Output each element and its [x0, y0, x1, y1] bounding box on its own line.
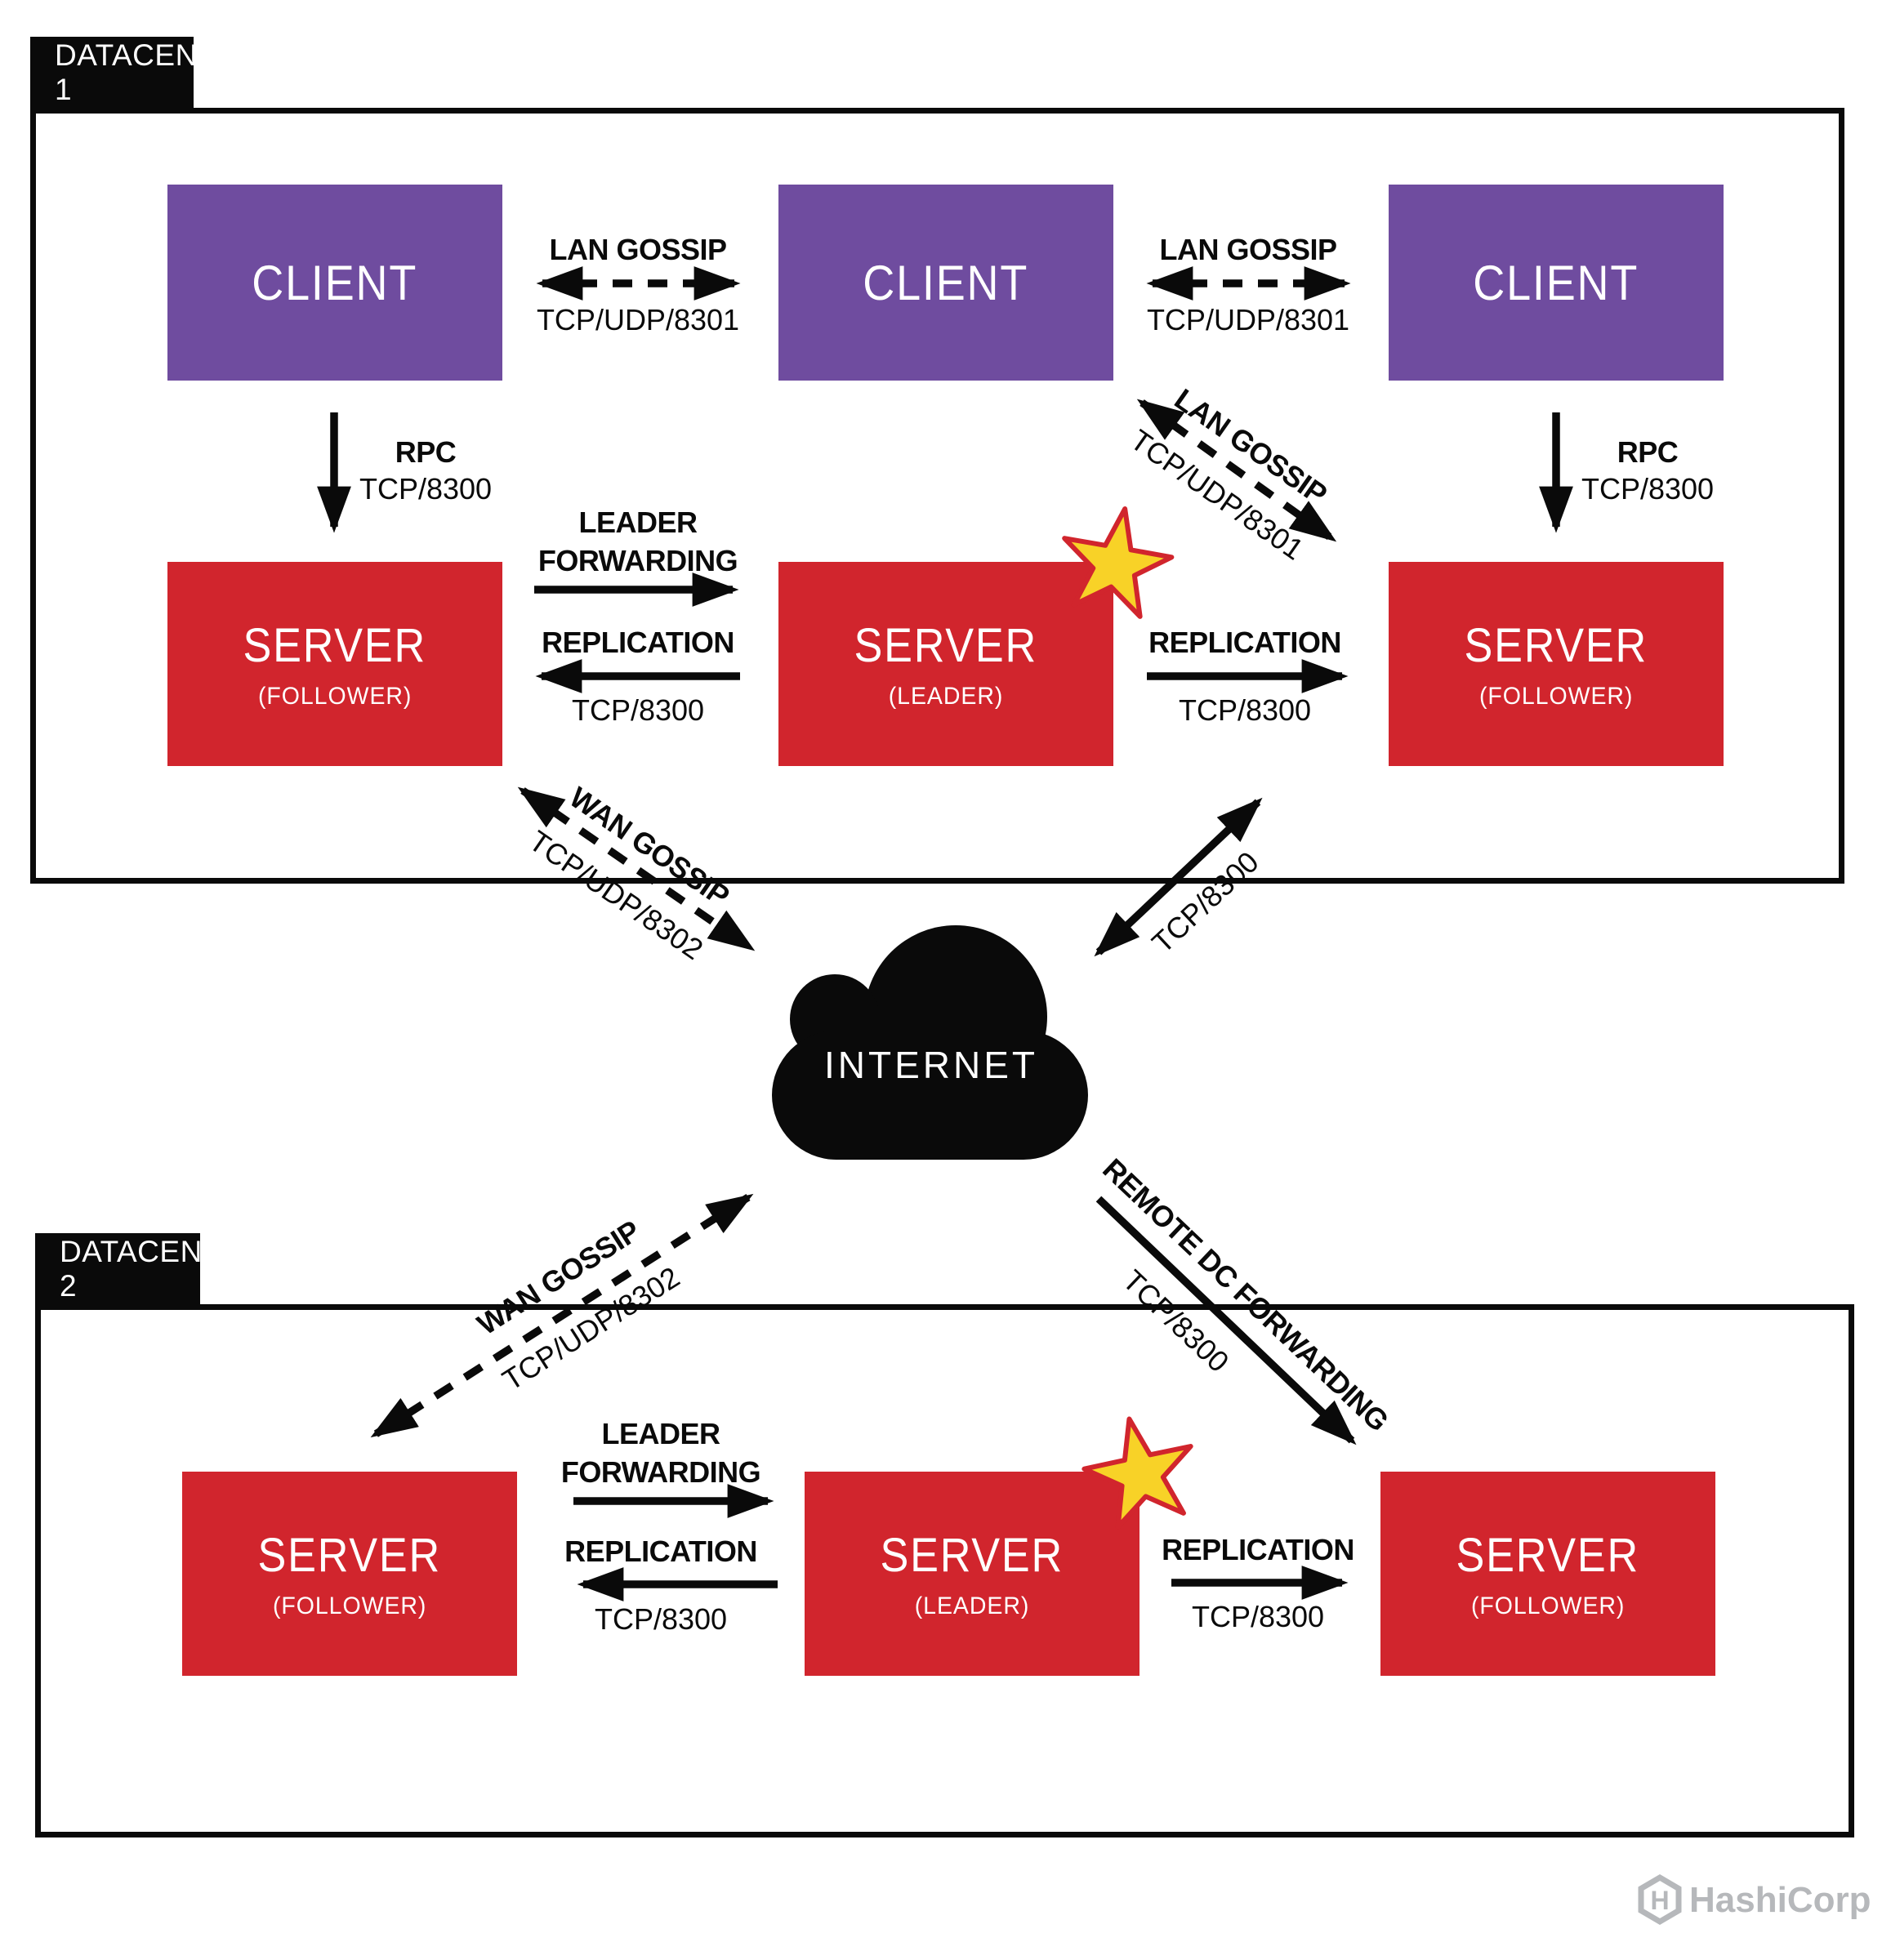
dc1-server-1-title: SERVER	[243, 618, 427, 672]
dc2-server-follower-1: SERVER (FOLLOWER)	[182, 1472, 517, 1676]
dc2-server-2-title: SERVER	[880, 1528, 1064, 1582]
dc1-server-leader: SERVER (LEADER)	[778, 562, 1113, 766]
datacenter2-label: DATACENTER 2	[35, 1233, 264, 1305]
dc1-server-1-role: (FOLLOWER)	[257, 682, 413, 710]
datacenter1-boundary	[30, 108, 1844, 884]
dc2-server-3-role: (FOLLOWER)	[1470, 1592, 1626, 1619]
dc1-client-3-title: CLIENT	[1473, 255, 1639, 310]
dc2-server-1-title: SERVER	[257, 1528, 442, 1582]
dc1-server-follower-2: SERVER (FOLLOWER)	[1389, 562, 1724, 766]
dc1-server-follower-1: SERVER (FOLLOWER)	[167, 562, 502, 766]
dc2-server-leader: SERVER (LEADER)	[805, 1472, 1140, 1676]
internet-label: INTERNET	[824, 1044, 1038, 1086]
dc1-client-1-title: CLIENT	[252, 255, 418, 310]
dc1-server-3-role: (FOLLOWER)	[1478, 682, 1634, 710]
hashicorp-logo-icon: H	[1638, 1873, 1682, 1926]
datacenter1-label-text: DATACENTER 1	[55, 38, 260, 106]
internet-cloud-icon: INTERNET	[772, 925, 1088, 1160]
hashicorp-logo: H HashiCorp	[1638, 1873, 1871, 1926]
datacenter1-label: DATACENTER 1	[30, 37, 259, 109]
datacenter2-label-text: DATACENTER 2	[60, 1235, 265, 1303]
dc1-server-3-title: SERVER	[1464, 618, 1648, 672]
svg-text:H: H	[1650, 1886, 1669, 1915]
dc1-server-2-role: (LEADER)	[888, 682, 1004, 710]
hashicorp-logo-text: HashiCorp	[1689, 1880, 1871, 1920]
dc1-client-3: CLIENT	[1389, 185, 1724, 381]
datacenter2-boundary	[35, 1304, 1854, 1838]
dc1-client-1: CLIENT	[167, 185, 502, 381]
dc2-server-1-role: (FOLLOWER)	[272, 1592, 427, 1619]
dc2-server-2-role: (LEADER)	[914, 1592, 1030, 1619]
dc1-client-2-title: CLIENT	[863, 255, 1029, 310]
dc1-server-2-title: SERVER	[854, 618, 1038, 672]
dc1-client-2: CLIENT	[778, 185, 1113, 381]
dc2-server-follower-2: SERVER (FOLLOWER)	[1380, 1472, 1715, 1676]
dc2-server-3-title: SERVER	[1456, 1528, 1640, 1582]
